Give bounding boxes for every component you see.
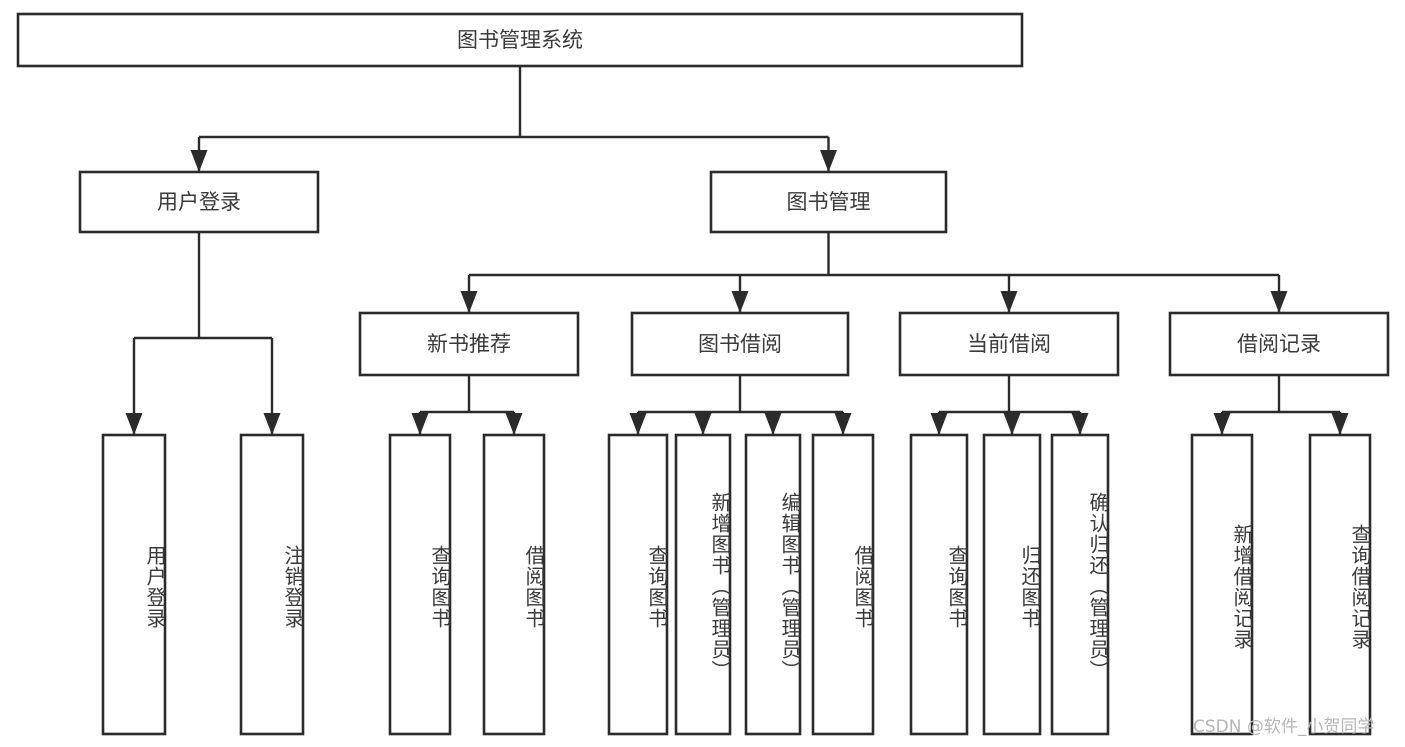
bookmanage-fanout-arrowhead-1 <box>731 291 749 313</box>
node-label: 借阅记录 <box>1237 332 1321 356</box>
leaf-node-leaf-add-book-admin[interactable] <box>674 433 732 736</box>
leaf-node-leaf-borrow-book[interactable] <box>811 433 875 736</box>
node-box[interactable] <box>358 311 580 377</box>
connectors-layer <box>125 66 1349 435</box>
leaf-fanout-borrow-record-arrowhead-0 <box>1213 413 1231 435</box>
node-box[interactable] <box>909 433 969 736</box>
root-fanout-arrowhead-0 <box>190 150 208 172</box>
leaf-fanout-current-borrow-arrowhead-2 <box>1071 413 1089 435</box>
level2-node-new-book-recommend[interactable]: 新书推荐 <box>358 311 580 377</box>
bookmanage-fanout-arrowhead-2 <box>1000 291 1018 313</box>
node-box[interactable] <box>78 170 320 234</box>
bookmanage-fanout-arrowhead-0 <box>460 291 478 313</box>
leaf-node-leaf-confirm-return-admin[interactable] <box>1050 433 1110 736</box>
node-label: 当前借阅 <box>967 332 1051 356</box>
bookmanage-fanout-arrowhead-3 <box>1270 291 1288 313</box>
leaf-node-leaf-query-book-current[interactable] <box>909 433 969 736</box>
node-label: 图书管理系统 <box>457 28 583 52</box>
node-box[interactable] <box>101 433 167 736</box>
node-label: 图书管理 <box>787 190 871 214</box>
level1-node-book-manage[interactable]: 图书管理 <box>709 170 948 234</box>
leaf-fanout-user-login-arrowhead-1 <box>263 413 281 435</box>
node-box[interactable] <box>16 12 1024 68</box>
leaf-fanout-borrow-record-arrowhead-1 <box>1331 413 1349 435</box>
csdn-watermark: CSDN @软件_小贺同学 <box>1193 717 1375 737</box>
node-box[interactable] <box>674 433 732 736</box>
level2-node-current-borrow[interactable]: 当前借阅 <box>898 311 1120 377</box>
node-box[interactable] <box>982 433 1042 736</box>
node-box[interactable] <box>607 433 669 736</box>
root-node-root[interactable]: 图书管理系统 <box>16 12 1024 68</box>
leaf-node-leaf-query-book-borrow[interactable] <box>607 433 669 736</box>
node-box[interactable] <box>1190 433 1254 736</box>
leaf-node-leaf-add-borrow-record[interactable] <box>1190 433 1254 736</box>
leaf-fanout-book-borrow-arrowhead-1 <box>694 413 712 435</box>
node-box[interactable] <box>1050 433 1110 736</box>
leaf-node-leaf-borrow-book-recommend[interactable] <box>482 433 546 736</box>
leaf-fanout-book-borrow-arrowhead-3 <box>834 413 852 435</box>
leaf-fanout-new-book-recommend-arrowhead-0 <box>411 413 429 435</box>
level2-node-book-borrow[interactable]: 图书借阅 <box>630 311 850 377</box>
node-label: 图书借阅 <box>698 332 782 356</box>
leaf-node-leaf-return-book[interactable] <box>982 433 1042 736</box>
leaf-node-leaf-query-book-recommend[interactable] <box>388 433 452 736</box>
node-box[interactable] <box>239 433 305 736</box>
node-box[interactable] <box>1168 311 1390 377</box>
leaf-node-leaf-user-login[interactable] <box>101 433 167 736</box>
node-box[interactable] <box>482 433 546 736</box>
root-fanout-arrowhead-1 <box>820 150 837 172</box>
leaf-fanout-user-login-arrowhead-0 <box>125 413 143 435</box>
node-box[interactable] <box>811 433 875 736</box>
leaf-fanout-current-borrow-arrowhead-0 <box>930 413 948 435</box>
node-label: 新书推荐 <box>427 332 511 356</box>
leaf-fanout-book-borrow-arrowhead-0 <box>629 413 647 435</box>
node-box[interactable] <box>1308 433 1372 736</box>
node-box[interactable] <box>630 311 850 377</box>
level2-node-borrow-record[interactable]: 借阅记录 <box>1168 311 1390 377</box>
node-box[interactable] <box>744 433 802 736</box>
node-box[interactable] <box>709 170 948 234</box>
leaf-node-leaf-edit-book-admin[interactable] <box>744 433 802 736</box>
node-box[interactable] <box>898 311 1120 377</box>
leaf-node-leaf-query-borrow-record[interactable] <box>1308 433 1372 736</box>
leaf-fanout-current-borrow-arrowhead-1 <box>1003 413 1021 435</box>
level1-node-user-login[interactable]: 用户登录 <box>78 170 320 234</box>
leaf-fanout-new-book-recommend-arrowhead-1 <box>505 413 523 435</box>
node-box[interactable] <box>388 433 452 736</box>
leaf-fanout-book-borrow-arrowhead-2 <box>764 413 782 435</box>
node-label: 用户登录 <box>157 190 241 214</box>
leaf-node-leaf-logout[interactable] <box>239 433 305 736</box>
